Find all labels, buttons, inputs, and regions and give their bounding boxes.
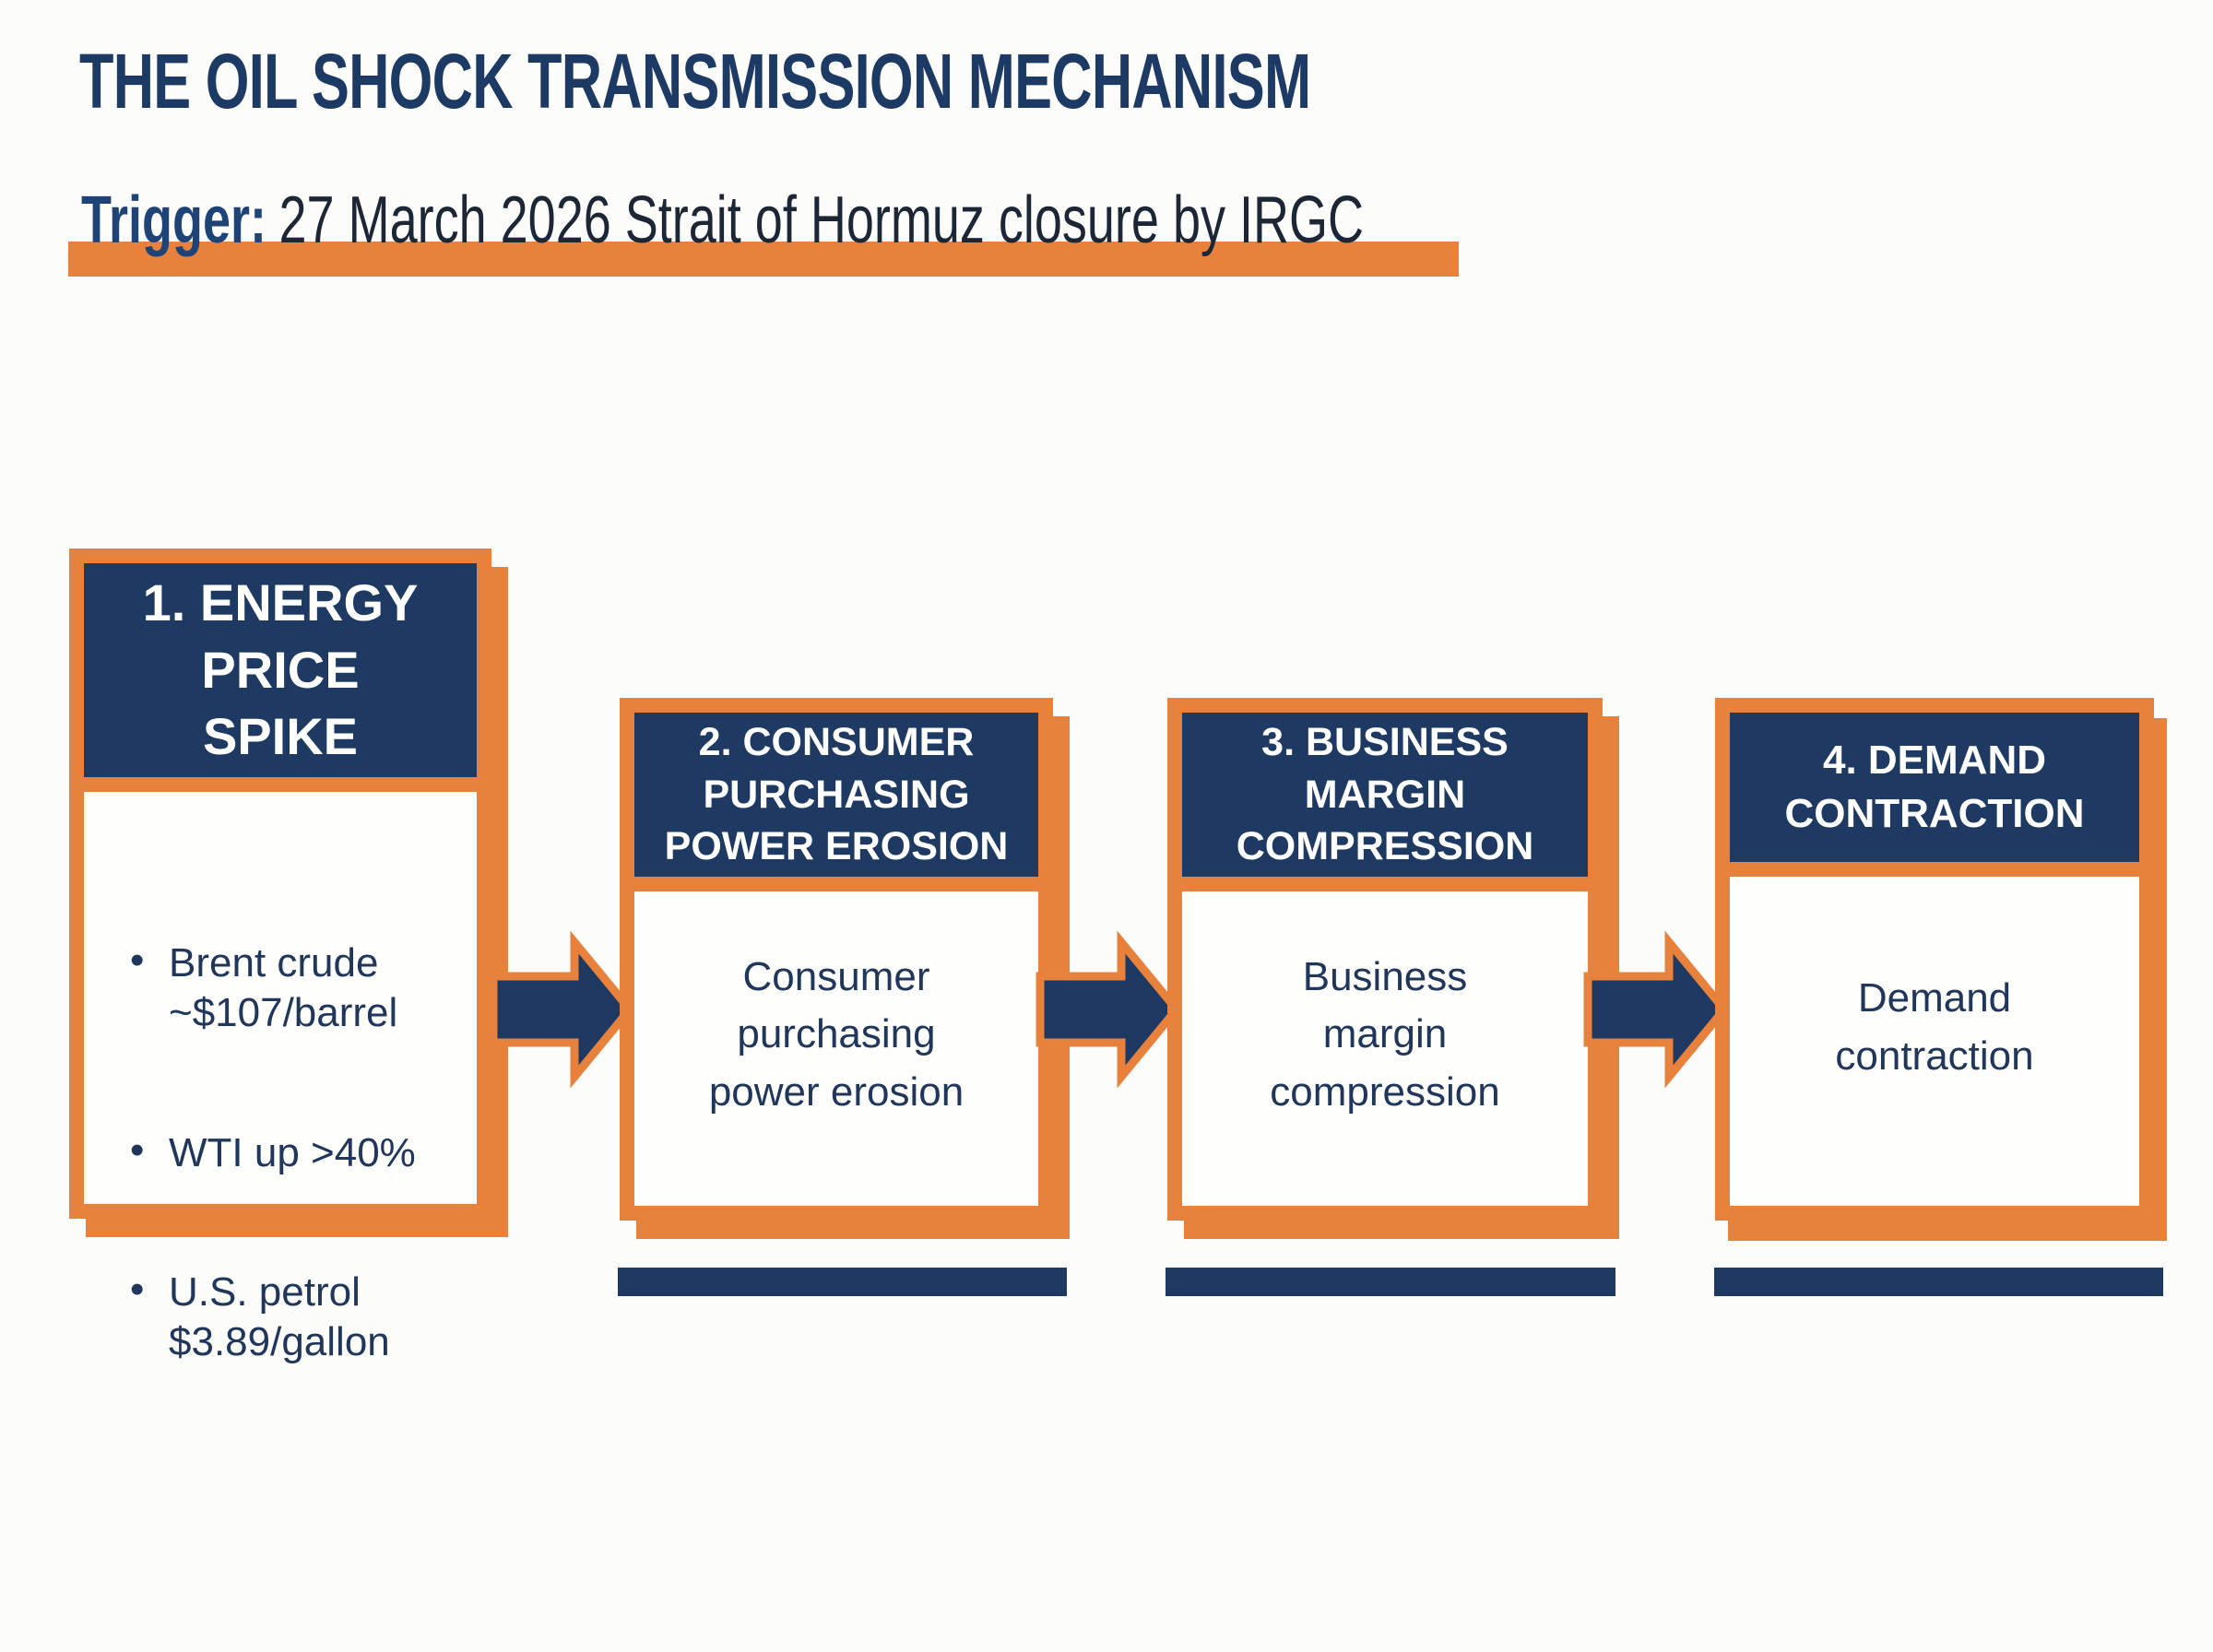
flow-box-consumer-purchasing-power: 2. CONSUMER PURCHASING POWER EROSION Con…: [620, 698, 1053, 1221]
arrow-right-icon: [489, 930, 635, 1089]
flow-box-energy-price-spike: 1. ENERGY PRICE SPIKE Brent crude ~$107/…: [69, 549, 491, 1364]
trigger-line: Trigger:27 March 2026 Strait of Hormuz c…: [68, 183, 1556, 293]
bullet-item-us-petrol: U.S. petrol $3.89/gallon: [128, 1265, 462, 1368]
box-body-demand-contraction: Demand contraction: [1835, 975, 2034, 1079]
box-header-business-margin-compression: 3. BUSINESS MARGIN COMPRESSION: [1182, 713, 1588, 891]
bullet-item-brent-crude: Brent crude ~$107/barrel: [128, 936, 462, 1039]
box-header-energy-price-spike: 1. ENERGY PRICE SPIKE: [84, 563, 477, 792]
flow-box-business-margin-compression: 3. BUSINESS MARGIN COMPRESSION Business …: [1167, 698, 1603, 1221]
arrow-right-icon: [1035, 930, 1182, 1089]
box-body-business-margin-compression: Business margin compression: [1270, 953, 1500, 1115]
box-header-demand-contraction: 4. DEMAND CONTRACTION: [1730, 713, 2139, 877]
box-body-consumer-purchasing-power: Consumer purchasing power erosion: [708, 953, 964, 1115]
trigger-highlight-bar: [68, 242, 1459, 277]
page-title: THE OIL SHOCK TRANSMISSION MECHANISM: [79, 38, 1311, 124]
trigger-label: Trigger:: [81, 183, 267, 257]
flow-box-demand-contraction: 4. DEMAND CONTRACTION Demand contraction: [1715, 698, 2154, 1221]
box-header-consumer-purchasing-power: 2. CONSUMER PURCHASING POWER EROSION: [634, 713, 1038, 891]
bullet-item-wti: WTI up >40%: [128, 1126, 462, 1179]
underline-bar-demand: [1714, 1268, 2163, 1296]
trigger-text: 27 March 2026 Strait of Hormuz closure b…: [278, 183, 1364, 257]
box-body-energy-price-spike: Brent crude ~$107/barrel WTI up >40% U.S…: [84, 792, 477, 1515]
bullet-list: Brent crude ~$107/barrel WTI up >40% U.S…: [128, 880, 462, 1457]
underline-bar-consumer: [618, 1268, 1067, 1296]
underline-bar-business: [1166, 1268, 1615, 1296]
arrow-right-icon: [1583, 930, 1730, 1089]
